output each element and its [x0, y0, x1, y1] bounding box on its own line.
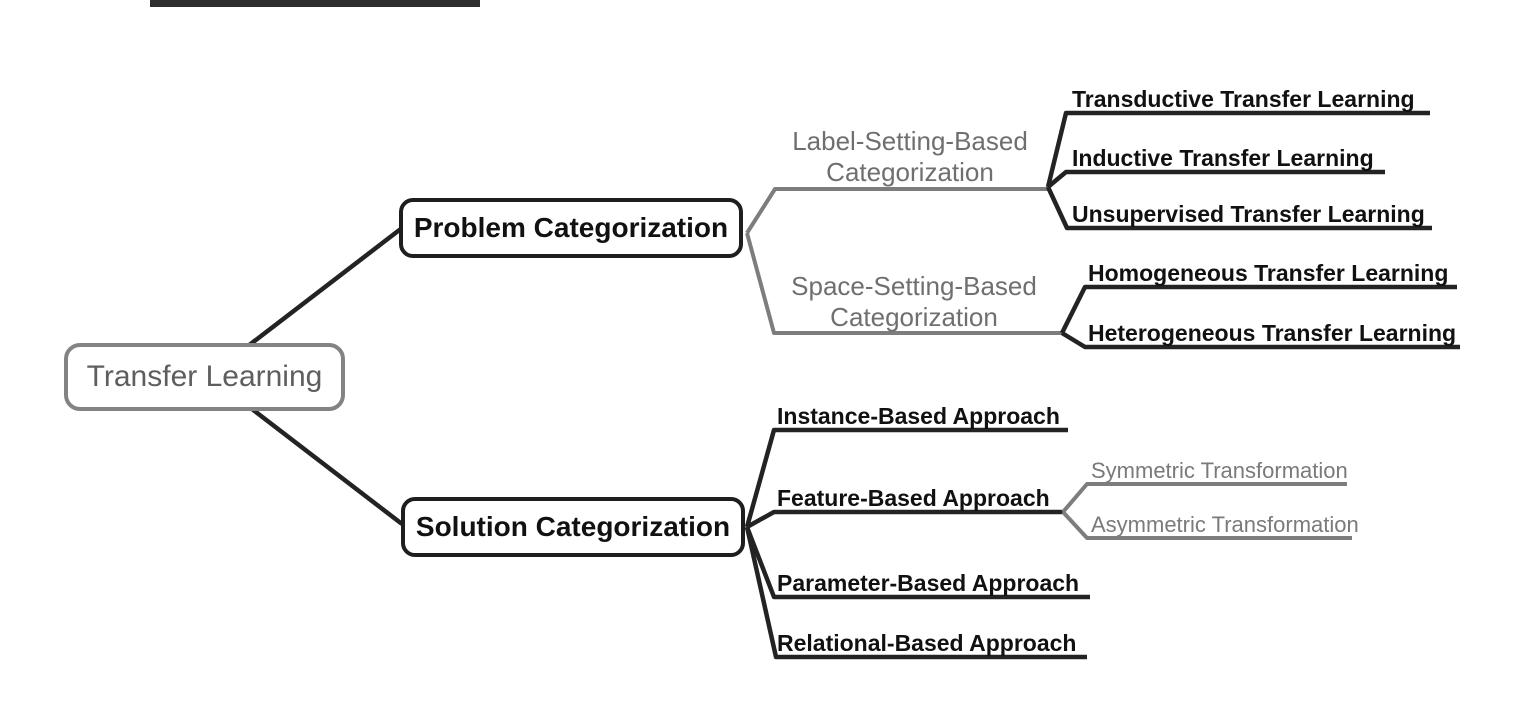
connector-relational-underline [744, 526, 1087, 660]
node-label: Transfer Learning [86, 360, 323, 393]
node-feature-based-approach[interactable]: Feature-Based Approach [777, 485, 1050, 511]
connector-root-to-solution [250, 407, 404, 526]
connector-problem-to-space-setting [745, 232, 1062, 335]
node-transductive-transfer-learning[interactable]: Transductive Transfer Learning [1072, 86, 1415, 112]
node-instance-based-approach[interactable]: Instance-Based Approach [777, 403, 1060, 429]
node-symmetric-transformation[interactable]: Symmetric Transformation [1091, 458, 1348, 483]
node-parameter-based-approach[interactable]: Parameter-Based Approach [777, 570, 1080, 596]
node-label: Solution Categorization [415, 511, 731, 542]
node-inductive-transfer-learning[interactable]: Inductive Transfer Learning [1072, 145, 1374, 171]
connector-transductive-underline [1045, 110, 1430, 188]
node-asymmetric-transformation[interactable]: Asymmetric Transformation [1091, 512, 1359, 537]
node-unsupervised-transfer-learning[interactable]: Unsupervised Transfer Learning [1072, 201, 1425, 227]
connector-unsupervised-underline [1045, 186, 1432, 231]
node-label: Problem Categorization [413, 212, 729, 243]
connector-heterogeneous-underline [1060, 331, 1460, 350]
connector-inductive-underline [1046, 169, 1385, 189]
connector-instance-underline [744, 427, 1068, 528]
connector-problem-to-label-setting [745, 187, 1048, 235]
connector-homogeneous-underline [1059, 284, 1457, 335]
node-solution-categorization[interactable]: Solution Categorization [401, 497, 745, 557]
node-space-setting-based-categorization[interactable]: Space-Setting-Based Categorization [791, 271, 1037, 332]
cropped-browser-chrome-sliver [150, 0, 480, 7]
node-transfer-learning[interactable]: Transfer Learning [64, 343, 345, 411]
node-label-setting-based-categorization[interactable]: Label-Setting-Based Categorization [792, 126, 1028, 187]
connector-parameter-underline [744, 526, 1090, 600]
connector-root-to-problem [246, 226, 404, 348]
node-problem-categorization[interactable]: Problem Categorization [399, 198, 743, 258]
connector-asymmetric-underline [1061, 510, 1352, 540]
node-relational-based-approach[interactable]: Relational-Based Approach [777, 630, 1077, 656]
node-heterogeneous-transfer-learning[interactable]: Heterogeneous Transfer Learning [1088, 320, 1457, 346]
node-homogeneous-transfer-learning[interactable]: Homogeneous Transfer Learning [1088, 260, 1449, 286]
connector-feature-underline [745, 509, 1063, 529]
connector-symmetric-underline [1061, 482, 1347, 514]
